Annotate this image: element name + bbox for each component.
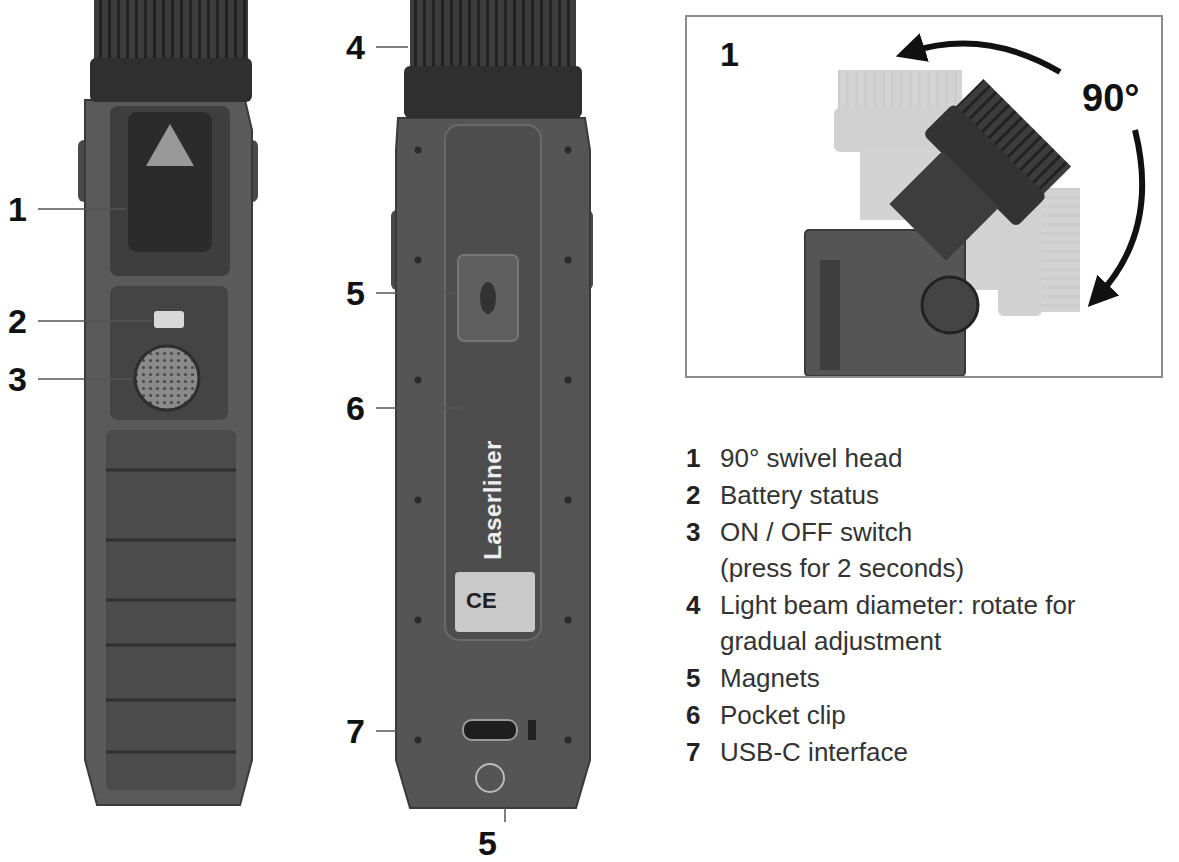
usb-c-port: [463, 720, 517, 740]
illustration-part: [106, 539, 236, 542]
part-description: Magnets: [720, 660, 1160, 696]
lamp-head-band: [404, 66, 582, 118]
callout-number: 5: [478, 826, 497, 860]
illustration-part: [106, 469, 236, 472]
brand-name: Laserliner: [481, 440, 505, 560]
swivel-head: [871, 76, 1074, 279]
callout-number: 6: [346, 391, 365, 425]
illustration-part: [38, 378, 132, 380]
angle-label: 90°: [1082, 79, 1139, 117]
illustration-part: [38, 208, 126, 210]
illustration-part: [565, 147, 572, 154]
inset-frame: 1 90°: [685, 15, 1163, 378]
rotation-arrow: [1098, 130, 1142, 296]
screws: [415, 147, 572, 744]
part-description: Battery status: [720, 477, 1160, 513]
part-description: 90° swivel head: [720, 440, 1160, 476]
illustration-part: [376, 46, 408, 48]
illustration-part: [415, 617, 422, 624]
battery-indicator: [154, 311, 184, 328]
swivel-head: [128, 112, 212, 252]
leader-lines: [38, 47, 505, 822]
illustration-part: [838, 70, 962, 110]
back-view: [391, 0, 593, 808]
part-description: Pocket clip: [720, 697, 1160, 733]
housing: [85, 100, 252, 805]
illustration-part: [415, 737, 422, 744]
illustration-part: [376, 292, 456, 294]
illustration-part: [565, 497, 572, 504]
front-view: [78, 0, 258, 805]
swivel-illustration: [805, 44, 1142, 376]
rotation-arrow: [910, 44, 1060, 72]
illustration-part: [106, 644, 236, 647]
housing: [396, 118, 590, 808]
magnet: [458, 255, 518, 341]
certification-mark: CE: [466, 590, 497, 612]
legend-number: 6: [686, 697, 700, 733]
illustration-part: [415, 257, 422, 264]
rating-sticker: [455, 572, 535, 632]
illustration-part: [106, 599, 236, 602]
pivot-disk: [922, 277, 978, 333]
legend-number: 1: [686, 440, 700, 476]
callout-number: 1: [8, 192, 27, 226]
illustration-part: [415, 377, 422, 384]
illustration-part: [376, 407, 462, 409]
illustration-part: [415, 497, 422, 504]
lamp-head-ribs: [410, 0, 576, 70]
grip: [106, 430, 236, 790]
illustration-part: [106, 699, 236, 702]
callout-number: 5: [346, 276, 365, 310]
callout-number: 3: [8, 362, 27, 396]
callout-number: 1: [720, 37, 739, 71]
lamp-head-ribs: [94, 0, 248, 62]
warning-symbol: [146, 124, 194, 166]
bottom-magnet: [476, 764, 504, 792]
illustration-part: [565, 377, 572, 384]
legend-number: 3: [686, 514, 700, 550]
part-description: ON / OFF switch (press for 2 seconds): [720, 514, 976, 586]
legend-number: 7: [686, 734, 700, 770]
port-detail: [528, 720, 536, 740]
illustration-part: [565, 257, 572, 264]
illustration-part: [415, 147, 422, 154]
power-switch: [135, 346, 199, 410]
legend-number: 2: [686, 477, 700, 513]
magnet-slot: [480, 282, 496, 314]
legend-number: 5: [686, 660, 700, 696]
illustration-part: [504, 795, 506, 822]
housing-slot: [820, 260, 840, 370]
illustration-part: [565, 617, 572, 624]
swivel-housing: [110, 106, 230, 276]
illustration-part: [1040, 188, 1080, 312]
grip-grooves: [106, 470, 236, 752]
control-panel: [110, 286, 228, 420]
illustration-part: [376, 730, 460, 732]
illustration-part: [106, 751, 236, 754]
part-description: Light beam diameter: rotate for gradual …: [720, 587, 1160, 659]
legend-number: 4: [686, 587, 700, 623]
callout-number: 2: [8, 304, 27, 338]
callout-number: 4: [346, 30, 365, 64]
illustration-part: [889, 151, 999, 261]
illustration-part: [565, 737, 572, 744]
pocket-clip: [445, 125, 541, 640]
illustration-part: [38, 320, 152, 322]
callout-number: 7: [346, 714, 365, 748]
part-description: USB-C interface: [720, 734, 1160, 770]
lamp-head-band: [90, 58, 252, 102]
